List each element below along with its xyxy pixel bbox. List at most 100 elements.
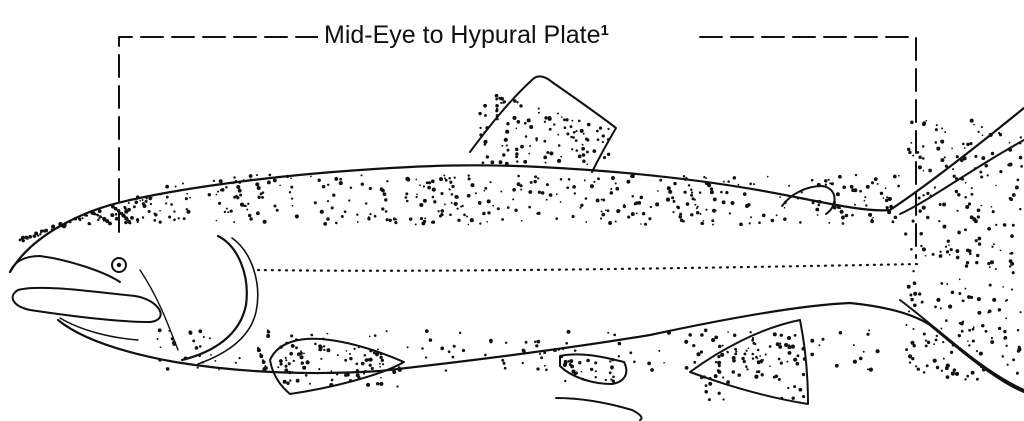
stipple-dot [610,191,614,195]
stipple-dot [522,349,525,352]
stipple-dot [451,202,453,204]
stipple-dot [349,353,351,355]
stipple-dot [992,210,995,213]
stipple-dot [142,216,145,219]
stipple-dot [145,197,147,199]
stipple-dot [968,344,970,346]
stipple-dot [267,330,270,333]
stipple-dot [266,334,270,338]
upper-jaw [10,256,120,282]
stipple-dot [267,180,271,184]
stipple-dot [939,251,941,253]
stipple-dot [64,222,67,225]
stipple-dot [709,377,712,380]
stipple-dot [306,360,310,364]
stipple-dot [883,197,885,199]
stipple-dot [565,118,568,121]
stipple-dot [921,302,923,304]
stipple-dot [923,371,926,374]
stipple-dot [393,217,396,220]
stipple-dot [913,304,917,308]
stipple-dot [907,148,910,151]
stipple-dot [942,225,946,229]
stipple-dot [484,354,487,357]
stipple-dot [667,331,671,335]
stipple-dot [810,339,814,343]
stipple-dot [796,354,799,357]
stipple-dot [1019,142,1021,144]
stipple-dot [386,330,388,332]
stipple-dot [771,219,775,223]
stipple-dot [369,187,372,190]
stipple-dot [423,220,426,223]
stipple-dot [515,155,518,158]
stipple-dot [367,217,370,220]
stipple-dot [575,130,577,132]
stipple-dot [374,334,377,337]
stipple-dot [714,336,718,340]
stipple-dot [394,221,397,224]
stipple-dot [958,334,961,337]
stipple-dot [290,186,293,189]
stipple-dot [592,149,596,153]
stipple-dot [696,352,700,356]
stipple-dot [165,202,167,204]
stipple-dot [381,207,384,210]
stipple-dot [374,215,377,218]
stipple-dot [905,324,907,326]
stipple-dot [647,362,651,366]
stipple-dot [907,285,911,289]
stipple-dot [787,336,791,340]
stipple-dot [688,333,692,337]
stipple-dot [957,210,959,212]
stipple-dot [586,359,590,363]
stipple-dot [561,116,563,118]
stipple-dot [802,395,805,398]
stipple-dot [512,116,516,120]
stipple-dot [556,193,558,195]
stipple-dot [601,199,603,201]
stipple-dot [993,243,995,245]
stipple-dot [292,371,294,373]
stipple-dot [912,270,914,272]
stipple-dot [918,209,921,212]
stipple-dot [348,199,350,201]
stipple-dot [1011,252,1014,255]
stipple-dot [145,200,148,203]
stipple-dot [745,350,747,352]
stipple-dot [618,355,620,357]
stipple-dot [371,367,374,370]
stipple-dot [922,194,924,196]
stipple-dot [346,350,348,352]
stipple-dot [962,143,965,146]
stipple-dot [65,225,67,227]
stipple-dot [248,214,252,218]
stipple-dot [326,348,330,352]
stipple-dot [950,248,953,251]
stipple-dot [738,184,740,186]
stipple-dot [158,358,161,361]
stipple-dot [331,206,334,209]
stipple-dot [727,180,730,183]
stipple-dot [1012,193,1016,197]
stipple-dot [249,178,252,181]
stipple-dot [571,120,573,122]
stipple-dot [60,223,64,227]
stipple-dot [922,206,926,210]
stipple-dot [101,216,103,218]
stipple-dot [261,196,264,199]
stipple-dot [361,174,363,176]
stipple-dot [320,358,322,360]
stipple-dot [657,190,659,192]
stipple-dot [186,193,188,195]
stipple-dot [479,133,482,136]
stipple-dot [780,334,783,337]
stipple-dot [407,346,409,348]
stipple-dot [157,338,159,340]
stipple-dot [912,328,914,330]
stipple-dot [366,383,370,387]
stipple-dot [910,120,914,124]
stipple-dot [470,183,474,187]
stipple-dot [423,185,425,187]
stipple-dot [597,138,600,141]
